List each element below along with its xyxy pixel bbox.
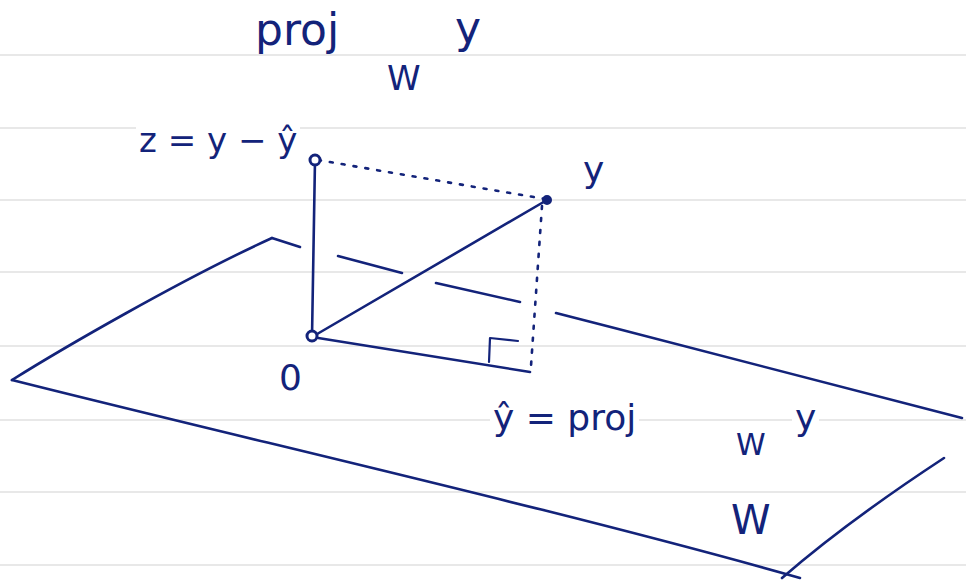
dotted-line: [531, 206, 542, 366]
point: [307, 331, 317, 341]
point: [544, 197, 551, 204]
plane-edge: [338, 256, 402, 273]
vector-y: [312, 200, 547, 337]
ruled-lines: [0, 55, 966, 565]
subscript: W: [733, 428, 769, 461]
plane-label: W: [728, 498, 774, 542]
origin-label: 0: [276, 358, 305, 398]
subscript: W: [384, 60, 424, 97]
point: [310, 155, 320, 165]
plane-edge: [436, 283, 520, 302]
dotted-line: [318, 160, 545, 199]
vector-label: z = y − ŷ: [136, 122, 300, 159]
vector-yhat: [312, 337, 530, 372]
plane-edge: [12, 238, 272, 380]
right-angle-mark: [489, 338, 518, 362]
vector-name: y: [792, 398, 819, 438]
operator-text: proj: [252, 6, 342, 54]
plane-edge: [272, 238, 300, 247]
plane-edge: [782, 458, 944, 578]
vector-z: [312, 160, 315, 337]
projection-label: ŷ = proj: [490, 398, 639, 438]
vector-label: y: [580, 150, 607, 190]
vector-name: y: [452, 4, 484, 52]
plane-edge: [12, 380, 800, 578]
